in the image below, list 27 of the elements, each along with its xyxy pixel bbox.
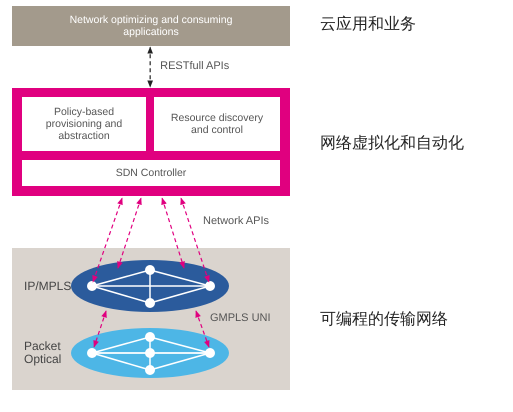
function-box xyxy=(154,97,280,151)
layer-title: 可编程的传输网络 xyxy=(320,309,448,330)
edge-label: RESTfull APIs xyxy=(160,60,230,72)
box-label: Resource discovery and control xyxy=(170,112,264,136)
box-label: Policy-based provisioning and abstraction xyxy=(44,106,124,142)
connector-arrow xyxy=(117,197,142,269)
controller-box xyxy=(22,160,280,186)
connector-arrow xyxy=(93,310,107,348)
interface-label: GMPLS UNI xyxy=(210,312,271,324)
interface-label: Network APIs xyxy=(203,215,270,227)
controller-frame xyxy=(12,88,290,196)
connector-arrow xyxy=(147,46,154,88)
connector-arrow xyxy=(180,197,210,283)
layer-label: IP/MPLS xyxy=(24,280,72,293)
connector-arrow xyxy=(195,310,210,348)
connector-arrow xyxy=(92,197,123,283)
layer-title: 网络虚拟化和自动化 xyxy=(320,133,464,154)
network-band xyxy=(12,248,290,390)
network-ellipse xyxy=(71,328,229,378)
connector-arrow xyxy=(161,197,185,269)
box-label: Network optimizing and consuming applications xyxy=(68,14,234,38)
layer-title: 云应用和业务 xyxy=(320,14,416,35)
layer-label: Packet Optical xyxy=(24,340,62,366)
application-box xyxy=(12,6,290,46)
box-label: SDN Controller xyxy=(114,167,188,179)
function-box xyxy=(22,97,146,151)
network-ellipse xyxy=(71,260,229,312)
